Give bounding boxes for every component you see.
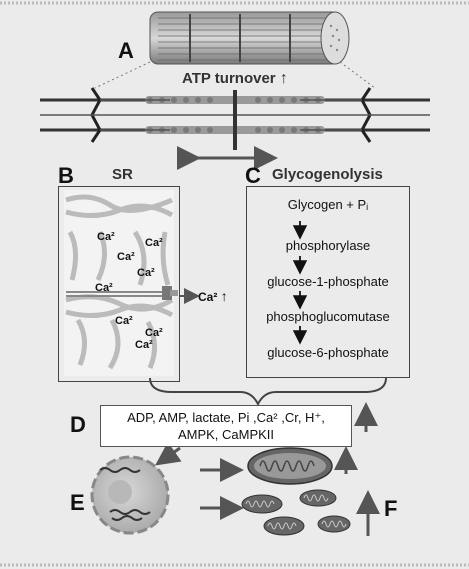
sr-title: SR: [112, 166, 133, 183]
flow-step: phosphorylase: [285, 238, 371, 253]
mitochondria-small: [241, 489, 351, 536]
muscle-fiber-cylinder: [149, 11, 350, 65]
flow-step: glucose-1-phosphate: [267, 274, 389, 289]
ca-release-label: Ca² ↑: [198, 288, 228, 304]
glycogenolysis-title: Glycogenolysis: [272, 166, 383, 183]
flow-step: phosphoglucomutase: [266, 309, 390, 324]
ca-label: Ca²: [145, 237, 163, 249]
atp-turnover-label: ATP turnover ↑: [182, 70, 288, 88]
flow-step: Glycogen + Pᵢ: [287, 197, 369, 212]
ca-label: Ca²: [97, 231, 115, 243]
atp-turnover-text: ATP turnover: [182, 70, 276, 87]
zoom-line-left: [94, 61, 151, 89]
ca-label: Ca²: [117, 251, 135, 263]
ca-release-up-arrow: ↑: [220, 288, 228, 304]
nucleus-cell: [90, 455, 170, 535]
panel-letter-c: C: [245, 163, 261, 188]
signal-to-nucleus-arrow: [155, 441, 182, 466]
panel-letter-b: B: [58, 163, 74, 188]
flow-step: glucose-6-phosphate: [267, 345, 389, 360]
ca-label: Ca²: [95, 282, 113, 294]
ca-label: Ca²: [145, 327, 163, 339]
zoom-line-right: [339, 61, 376, 89]
atp-up-arrow: ↑: [279, 70, 288, 87]
mitochondrion-large: [247, 447, 333, 485]
signals-line-2: AMPK, CaMPKII: [177, 427, 275, 442]
glycogenolysis-box: Glycogen + Pᵢ phosphorylase glucose-1-ph…: [246, 186, 410, 378]
signals-box: ADP, AMP, lactate, Pi ,Ca² ,Cr, H⁺, AMPK…: [100, 405, 352, 447]
curly-brace: [149, 377, 387, 407]
sarcomere: [40, 87, 430, 150]
ca-label: Ca²: [135, 339, 153, 351]
sr-illustration: [64, 190, 178, 376]
panel-letter-f: F: [384, 496, 398, 521]
ca-label: Ca²: [137, 267, 155, 279]
sr-box: Ca² Ca² Ca² Ca² Ca² Ca² Ca² Ca²: [58, 186, 180, 382]
panel-letter-d: D: [70, 412, 86, 437]
panel-letter-a: A: [118, 38, 134, 63]
ca-release-text: Ca²: [198, 290, 218, 304]
ca-label: Ca²: [115, 315, 133, 327]
panel-letter-e: E: [70, 490, 85, 515]
signals-line-1: ADP, AMP, lactate, Pi ,Ca² ,Cr, H⁺,: [127, 410, 325, 425]
